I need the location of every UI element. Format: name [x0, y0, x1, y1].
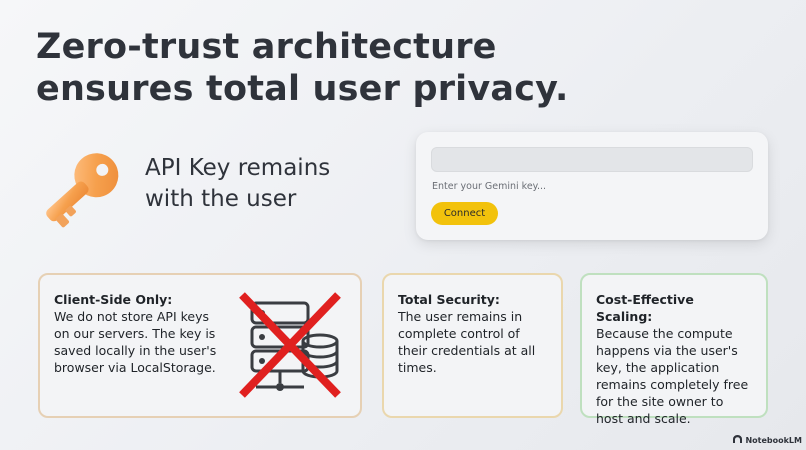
- card-body: The user remains in complete control of …: [398, 309, 536, 375]
- notebooklm-logo-icon: [733, 435, 743, 445]
- key-icon: [30, 140, 130, 240]
- api-key-input[interactable]: [431, 147, 753, 172]
- page-headline: Zero-trust architecture ensures total us…: [36, 27, 569, 109]
- card-title: Client-Side Only:: [54, 292, 173, 307]
- api-key-card: Enter your Gemini key... Connect: [416, 132, 768, 240]
- card-total-security: Total Security: The user remains in comp…: [382, 273, 563, 418]
- key-caption: API Key remains with the user: [145, 155, 331, 212]
- card-body: Because the compute happens via the user…: [596, 326, 749, 426]
- connect-button[interactable]: Connect: [431, 202, 498, 225]
- card-cost-effective: Cost-Effective Scaling: Because the comp…: [580, 273, 768, 426]
- notebooklm-watermark: NotebookLM: [733, 435, 802, 445]
- watermark-label: NotebookLM: [745, 435, 802, 445]
- card-title: Total Security:: [398, 292, 500, 307]
- card-client-side: Client-Side Only: We do not store API ke…: [38, 273, 362, 418]
- card-title: Cost-Effective Scaling:: [596, 292, 694, 324]
- crossed-out-server-icon: [236, 291, 346, 399]
- api-key-hint: Enter your Gemini key...: [432, 181, 547, 192]
- card-body: We do not store API keys on our servers.…: [54, 309, 217, 375]
